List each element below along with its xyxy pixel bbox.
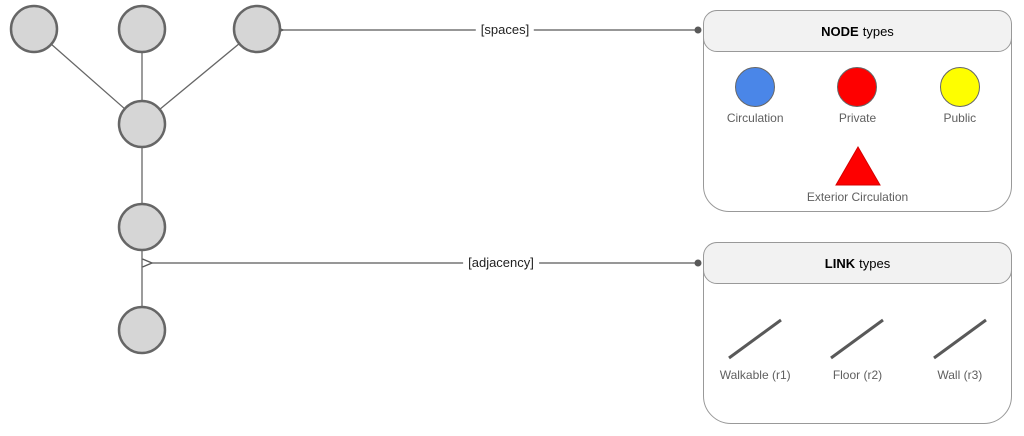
graph-edge-space-top-right-space-hub [141,28,258,125]
link-types-header: LINK types [703,242,1012,284]
graph-node-space-top-left [9,4,59,54]
legend-item-walkable: Walkable (r1) [704,316,806,383]
legend-item-public: Public [909,67,1011,126]
exterior-circulation-label: Exterior Circulation [806,190,909,204]
private-label: Private [838,111,877,125]
adjacency-annotation-label: [adjacency] [463,255,539,271]
wall-label: Wall (r3) [937,368,983,382]
legend-item-floor: Floor (r2) [806,316,908,383]
legend-item-circulation: Circulation [704,67,806,126]
legend-item-private: Private [806,67,908,126]
annotation-endpoint-dot-1 [694,259,702,267]
public-label: Public [943,111,977,125]
node-types-body: Circulation Private Public Exterior Circ… [704,11,1011,205]
private-node-icon [837,67,878,107]
graph-node-space-top-right [232,4,282,54]
public-node-icon [939,67,980,107]
legend-item-exterior-circulation: Exterior Circulation [704,146,1011,205]
walkable-label: Walkable (r1) [719,368,791,382]
node-types-title-strong: NODE [821,23,859,39]
wall-link-icon [932,318,987,360]
exterior-circulation-triangle-icon [834,146,881,186]
legend-item-wall: Wall (r3) [909,316,1011,383]
graph-node-space-hub [117,99,167,149]
link-types-body: Walkable (r1) Floor (r2) Wall (r3) [704,243,1011,383]
spaces-annotation-label: [spaces] [475,22,535,38]
link-types-legend: LINK types Walkable (r1) Floor (r2) [703,242,1012,424]
annotation-endpoint-dot-0 [694,26,702,34]
graph-node-space-mid [117,202,167,252]
link-types-title-rest: types [859,255,891,271]
node-types-legend: NODE types Circulation Private Public [703,10,1012,212]
graph-node-space-top-mid [117,4,167,54]
floor-label: Floor (r2) [832,368,883,382]
node-types-title-rest: types [862,23,894,39]
graph-node-space-bottom [117,305,167,355]
node-types-header: NODE types [703,10,1012,52]
circulation-label: Circulation [726,111,784,125]
floor-link-icon [830,318,885,360]
circulation-node-icon [735,67,776,107]
walkable-link-icon [728,318,783,360]
link-types-title-strong: LINK [824,255,856,271]
